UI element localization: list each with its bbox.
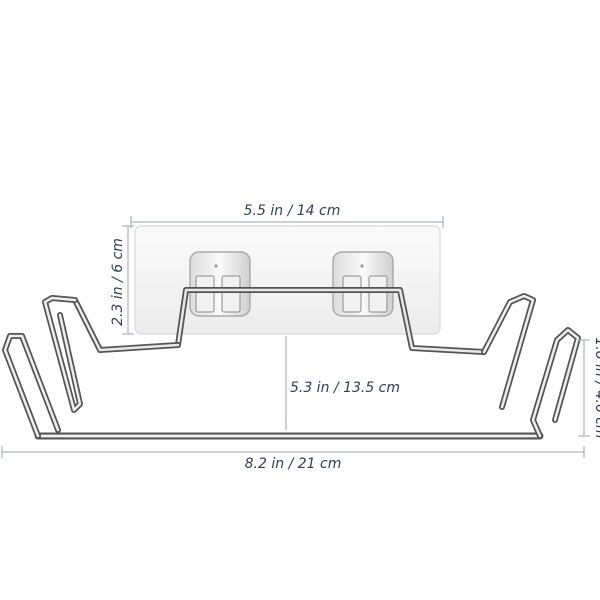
left-clip [189, 251, 251, 317]
plate-width-dimension: 5.5 in / 14 cm [130, 203, 444, 228]
plate-height-dimension: 2.3 in / 6 cm [110, 225, 134, 335]
chrome-wire-rack [2, 287, 581, 440]
adhesive-plate [134, 225, 441, 335]
hook-height-label: 1.8 in / 4.6 cm [592, 337, 600, 438]
total-width-label: 8.2 in / 21 cm [245, 456, 342, 472]
depth-dimension: 5.3 in / 13.5 cm [285, 336, 400, 430]
hook-height-dimension: 1.8 in / 4.6 cm [578, 337, 600, 439]
right-clip [332, 251, 394, 317]
plate-height-label: 2.3 in / 6 cm [110, 238, 126, 326]
plate-width-label: 5.5 in / 14 cm [244, 203, 341, 219]
total-width-dimension: 8.2 in / 21 cm [1, 446, 585, 472]
depth-label: 5.3 in / 13.5 cm [290, 380, 400, 396]
